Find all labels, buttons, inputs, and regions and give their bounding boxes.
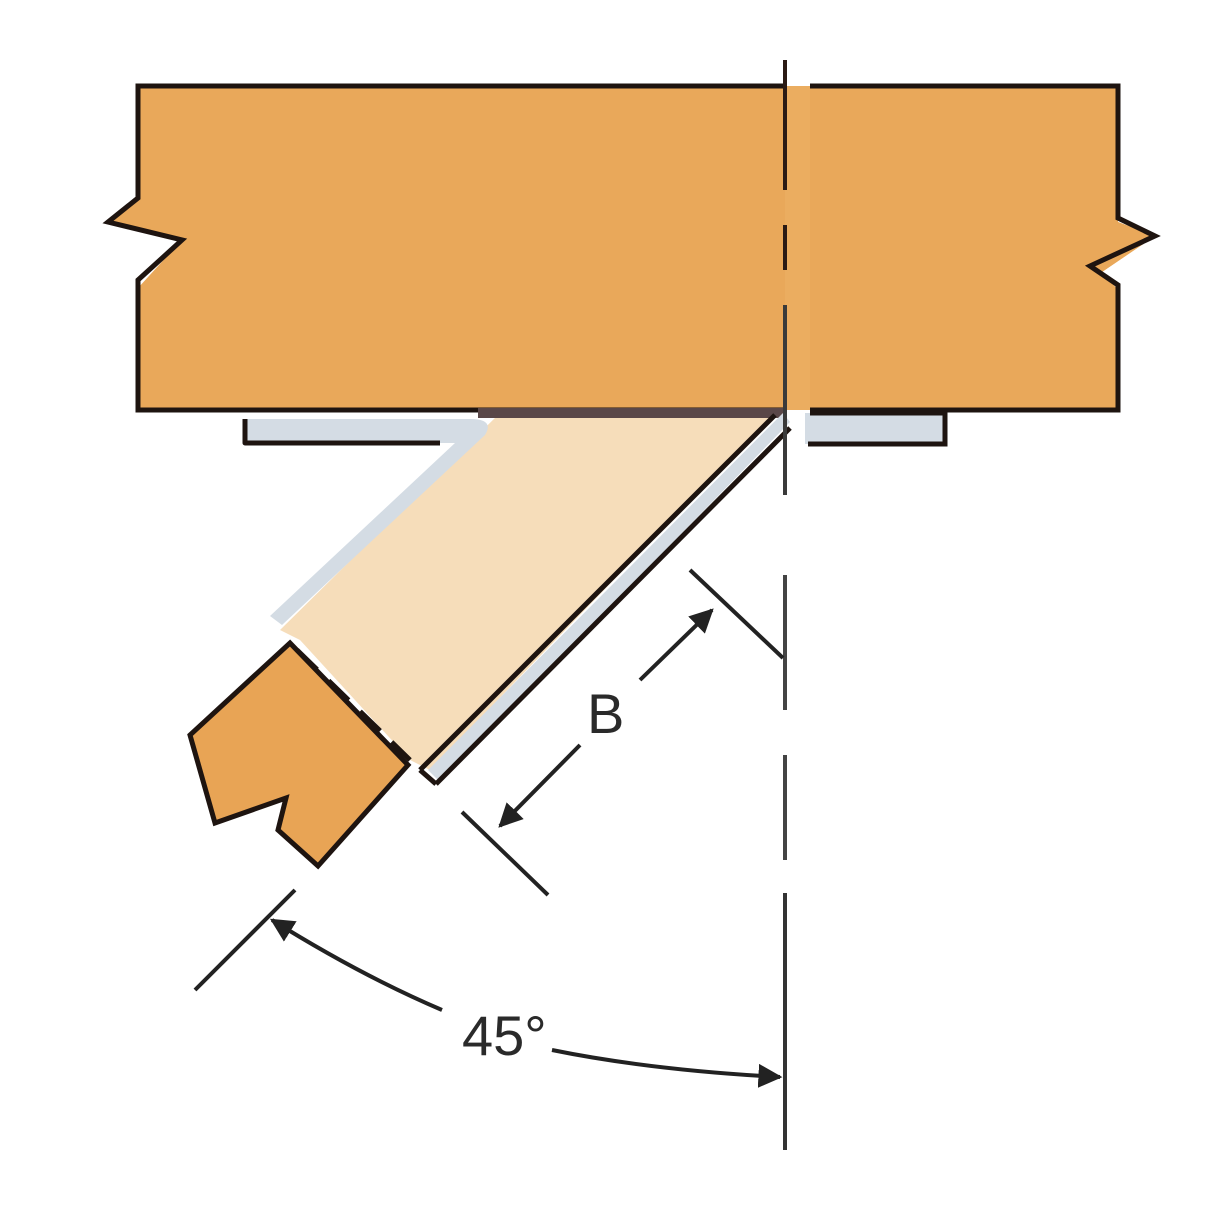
dimension-b	[460, 568, 785, 897]
header-underside	[478, 408, 785, 418]
joist-end	[187, 639, 412, 870]
hanger-seat	[418, 413, 792, 786]
header-beam	[102, 83, 1161, 413]
angle-label: 45°	[462, 1004, 547, 1067]
hanger-left-side	[242, 419, 488, 625]
angle-dimension	[193, 888, 783, 1088]
dimension-b-label: B	[587, 682, 625, 745]
skewed-joist	[280, 413, 775, 770]
hanger-right-flange	[805, 410, 948, 447]
